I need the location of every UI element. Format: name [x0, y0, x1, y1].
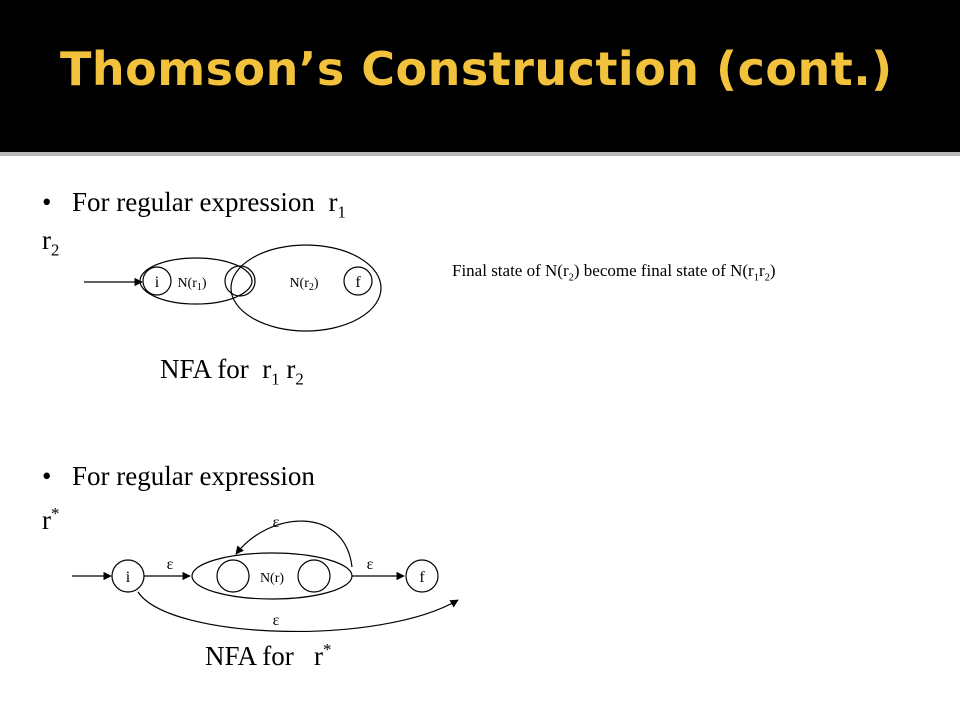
note-sub: 1 [753, 272, 759, 284]
final-state-note: Final state of N(r2) become final state … [452, 261, 776, 283]
final-state-label: f [355, 274, 361, 291]
note-part: ) [769, 261, 776, 280]
epsilon-label-loop: ε [273, 514, 280, 531]
epsilon-label-enter: ε [167, 556, 174, 573]
caption-r2-sub: 2 [295, 369, 304, 389]
final-state [343, 266, 373, 296]
nfa-r1-label-sub: 1 [197, 282, 202, 293]
start-state [111, 559, 145, 593]
note-part: ) become final state of N(r [573, 261, 754, 280]
nfa-r2-label: N(r2) [289, 276, 318, 293]
caption-r: r [314, 641, 324, 671]
epsilon-label-exit: ε [367, 556, 374, 573]
bullet-marker: • [42, 461, 52, 491]
epsilon-label-bypass: ε [273, 612, 280, 629]
caption-r1-sub: 1 [271, 369, 280, 389]
bullet-text: For regular expression [72, 187, 315, 217]
caption-star: * [323, 640, 332, 659]
expr-r: r [42, 505, 51, 535]
nfa-r1-boundary [139, 257, 253, 305]
caption-prefix: NFA for [205, 641, 294, 671]
slide-title: Thomson’s Construction (cont.) [60, 42, 893, 96]
nfa-r1-label-text: N(r [177, 276, 197, 291]
caption-r1: r [262, 354, 272, 384]
note-part: r [758, 261, 765, 280]
title-bar [0, 0, 960, 152]
expr-star: * [51, 504, 60, 523]
bullet-text: For regular expression [72, 461, 315, 491]
final-state-label: f [419, 569, 425, 586]
caption-concatenation: NFA for r1 r2 [160, 354, 304, 389]
note-sub: 2 [568, 272, 574, 284]
start-state [142, 266, 172, 296]
nfa-r1-label-close: ) [202, 276, 207, 291]
expr-r2: r [42, 225, 51, 255]
caption-prefix: NFA for [160, 354, 249, 384]
expr-r1-sub: 1 [337, 202, 346, 222]
start-state-label: i [126, 569, 131, 586]
bullet-concatenation: • For regular expression r1 r2 [42, 186, 346, 259]
expr-r1: r [328, 187, 338, 217]
note-sub: 2 [764, 272, 770, 284]
inner-final-state [297, 559, 331, 593]
caption-kleene-star: NFA for r* [205, 640, 331, 672]
nfa-r-boundary [191, 552, 353, 600]
bullet-kleene-star: • For regular expression r* [42, 460, 315, 535]
inner-start-state [216, 559, 250, 593]
merged-state [224, 265, 256, 297]
nfa-r2-label-text: N(r [289, 276, 309, 291]
note-part: Final state of N(r [452, 261, 569, 280]
nfa-r1-label: N(r1) [177, 276, 206, 293]
nfa-r2-label-close: ) [314, 276, 319, 291]
final-state [405, 559, 439, 593]
nfa-r2-boundary [230, 244, 382, 332]
start-state-label: i [155, 274, 160, 291]
expr-r2-sub: 2 [51, 240, 60, 260]
nfa-r2-label-sub: 2 [309, 282, 314, 293]
epsilon-transition-loop [235, 520, 353, 568]
title-divider [0, 152, 960, 156]
epsilon-transition-bypass [137, 591, 459, 633]
nfa-r-label: N(r) [260, 571, 284, 586]
bullet-marker: • [42, 187, 52, 217]
caption-r2: r [286, 354, 296, 384]
